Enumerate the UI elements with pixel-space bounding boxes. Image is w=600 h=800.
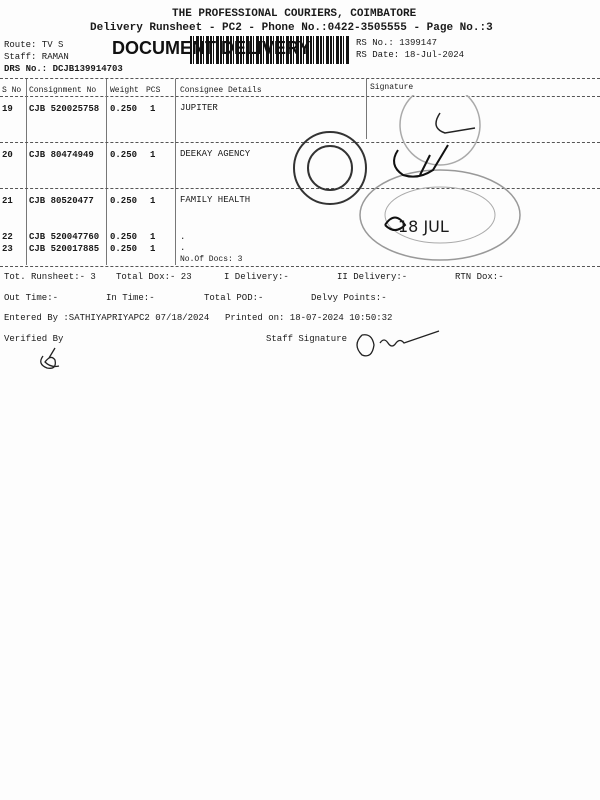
row-pcs: 1 (150, 150, 156, 160)
company-title: THE PROFESSIONAL COURIERS, COIMBATORE (172, 8, 417, 20)
route: Route: TV S (4, 40, 64, 50)
total-runsheet: Tot. Runsheet:- 3 (4, 272, 96, 282)
total-pod: Total POD:- (204, 293, 264, 303)
row-consignee: JUPITER (180, 103, 218, 113)
row-sno: 20 (2, 150, 13, 160)
drs-number: DRS No.: DCJB139914703 (4, 64, 123, 74)
row-consignee: . (180, 243, 186, 253)
column-line (366, 79, 367, 139)
printed-on: Printed on: 18-07-2024 10:50:32 (225, 313, 393, 323)
entered-by: Entered By :SATHIYAPRIYAPC2 07/18/2024 (4, 313, 210, 323)
delivery-points: Delvy Points:- (311, 293, 387, 303)
row-sno: 22 (2, 232, 13, 242)
verified-by: Verified By (4, 334, 64, 344)
row-consignment: CJB 80520477 (29, 196, 94, 206)
col-consignment: Consignment No (29, 86, 97, 95)
row-consignment: CJB 80474949 (29, 150, 94, 160)
staff-signature (356, 330, 440, 357)
row-pcs: 1 (150, 244, 156, 254)
ii-delivery: II Delivery:- (337, 272, 408, 282)
col-pcs: PCS (146, 86, 161, 95)
staff-signature-label: Staff Signature (266, 334, 348, 344)
rs-number: RS No.: 1399147 (356, 38, 438, 48)
in-time: In Time:- (106, 293, 155, 303)
row-pcs: 1 (150, 196, 156, 206)
column-line (26, 79, 27, 265)
verifier-signature (40, 347, 60, 369)
column-line (175, 79, 176, 265)
barcode (190, 36, 350, 64)
divider (0, 266, 600, 267)
col-sno: S No (2, 86, 22, 95)
row-consignee: FAMILY HEALTH (180, 195, 251, 205)
deekay-agency-stamp (293, 131, 367, 205)
divider (0, 96, 600, 97)
row-consignee: DEEKAY AGENCY (180, 149, 251, 159)
row-consignment: CJB 520017885 (29, 244, 100, 254)
rtn-dox: RTN Dox:- (455, 272, 504, 282)
col-signature: Signature (370, 83, 414, 92)
staff: Staff: RAMAN (4, 52, 69, 62)
row-consignment: CJB 520047760 (29, 232, 100, 242)
runsheet-subtitle: Delivery Runsheet - PC2 - Phone No.:0422… (90, 22, 493, 34)
no-of-docs: No.Of Docs: 3 (180, 255, 243, 264)
row-sno: 21 (2, 196, 13, 206)
row-pcs: 1 (150, 232, 156, 242)
col-weight: Weight (110, 86, 139, 95)
rs-date: RS Date: 18-Jul-2024 (356, 50, 465, 60)
row-weight: 0.250 (110, 150, 138, 160)
out-time: Out Time:- (4, 293, 59, 303)
total-dox: Total Dox:- 23 (116, 272, 192, 282)
row-weight: 0.250 (110, 104, 138, 114)
divider (0, 78, 600, 79)
document-delivery-stamp: DOCUMENT DELIVERY (112, 38, 311, 58)
row-sno: 23 (2, 244, 13, 254)
column-line (106, 79, 107, 265)
signature-marks (393, 112, 476, 178)
date-stamp-text: 18 JUL (398, 217, 449, 236)
divider (0, 142, 600, 143)
i-delivery: I Delivery:- (224, 272, 289, 282)
col-consignee: Consignee Details (180, 86, 262, 95)
row-pcs: 1 (150, 104, 156, 114)
row-sno: 19 (2, 104, 13, 114)
row-consignment: CJB 520025758 (29, 104, 100, 114)
row-weight: 0.250 (110, 244, 138, 254)
row-weight: 0.250 (110, 232, 138, 242)
row-consignee: . (180, 232, 186, 242)
row-weight: 0.250 (110, 196, 138, 206)
family-health-stamp (359, 95, 521, 261)
